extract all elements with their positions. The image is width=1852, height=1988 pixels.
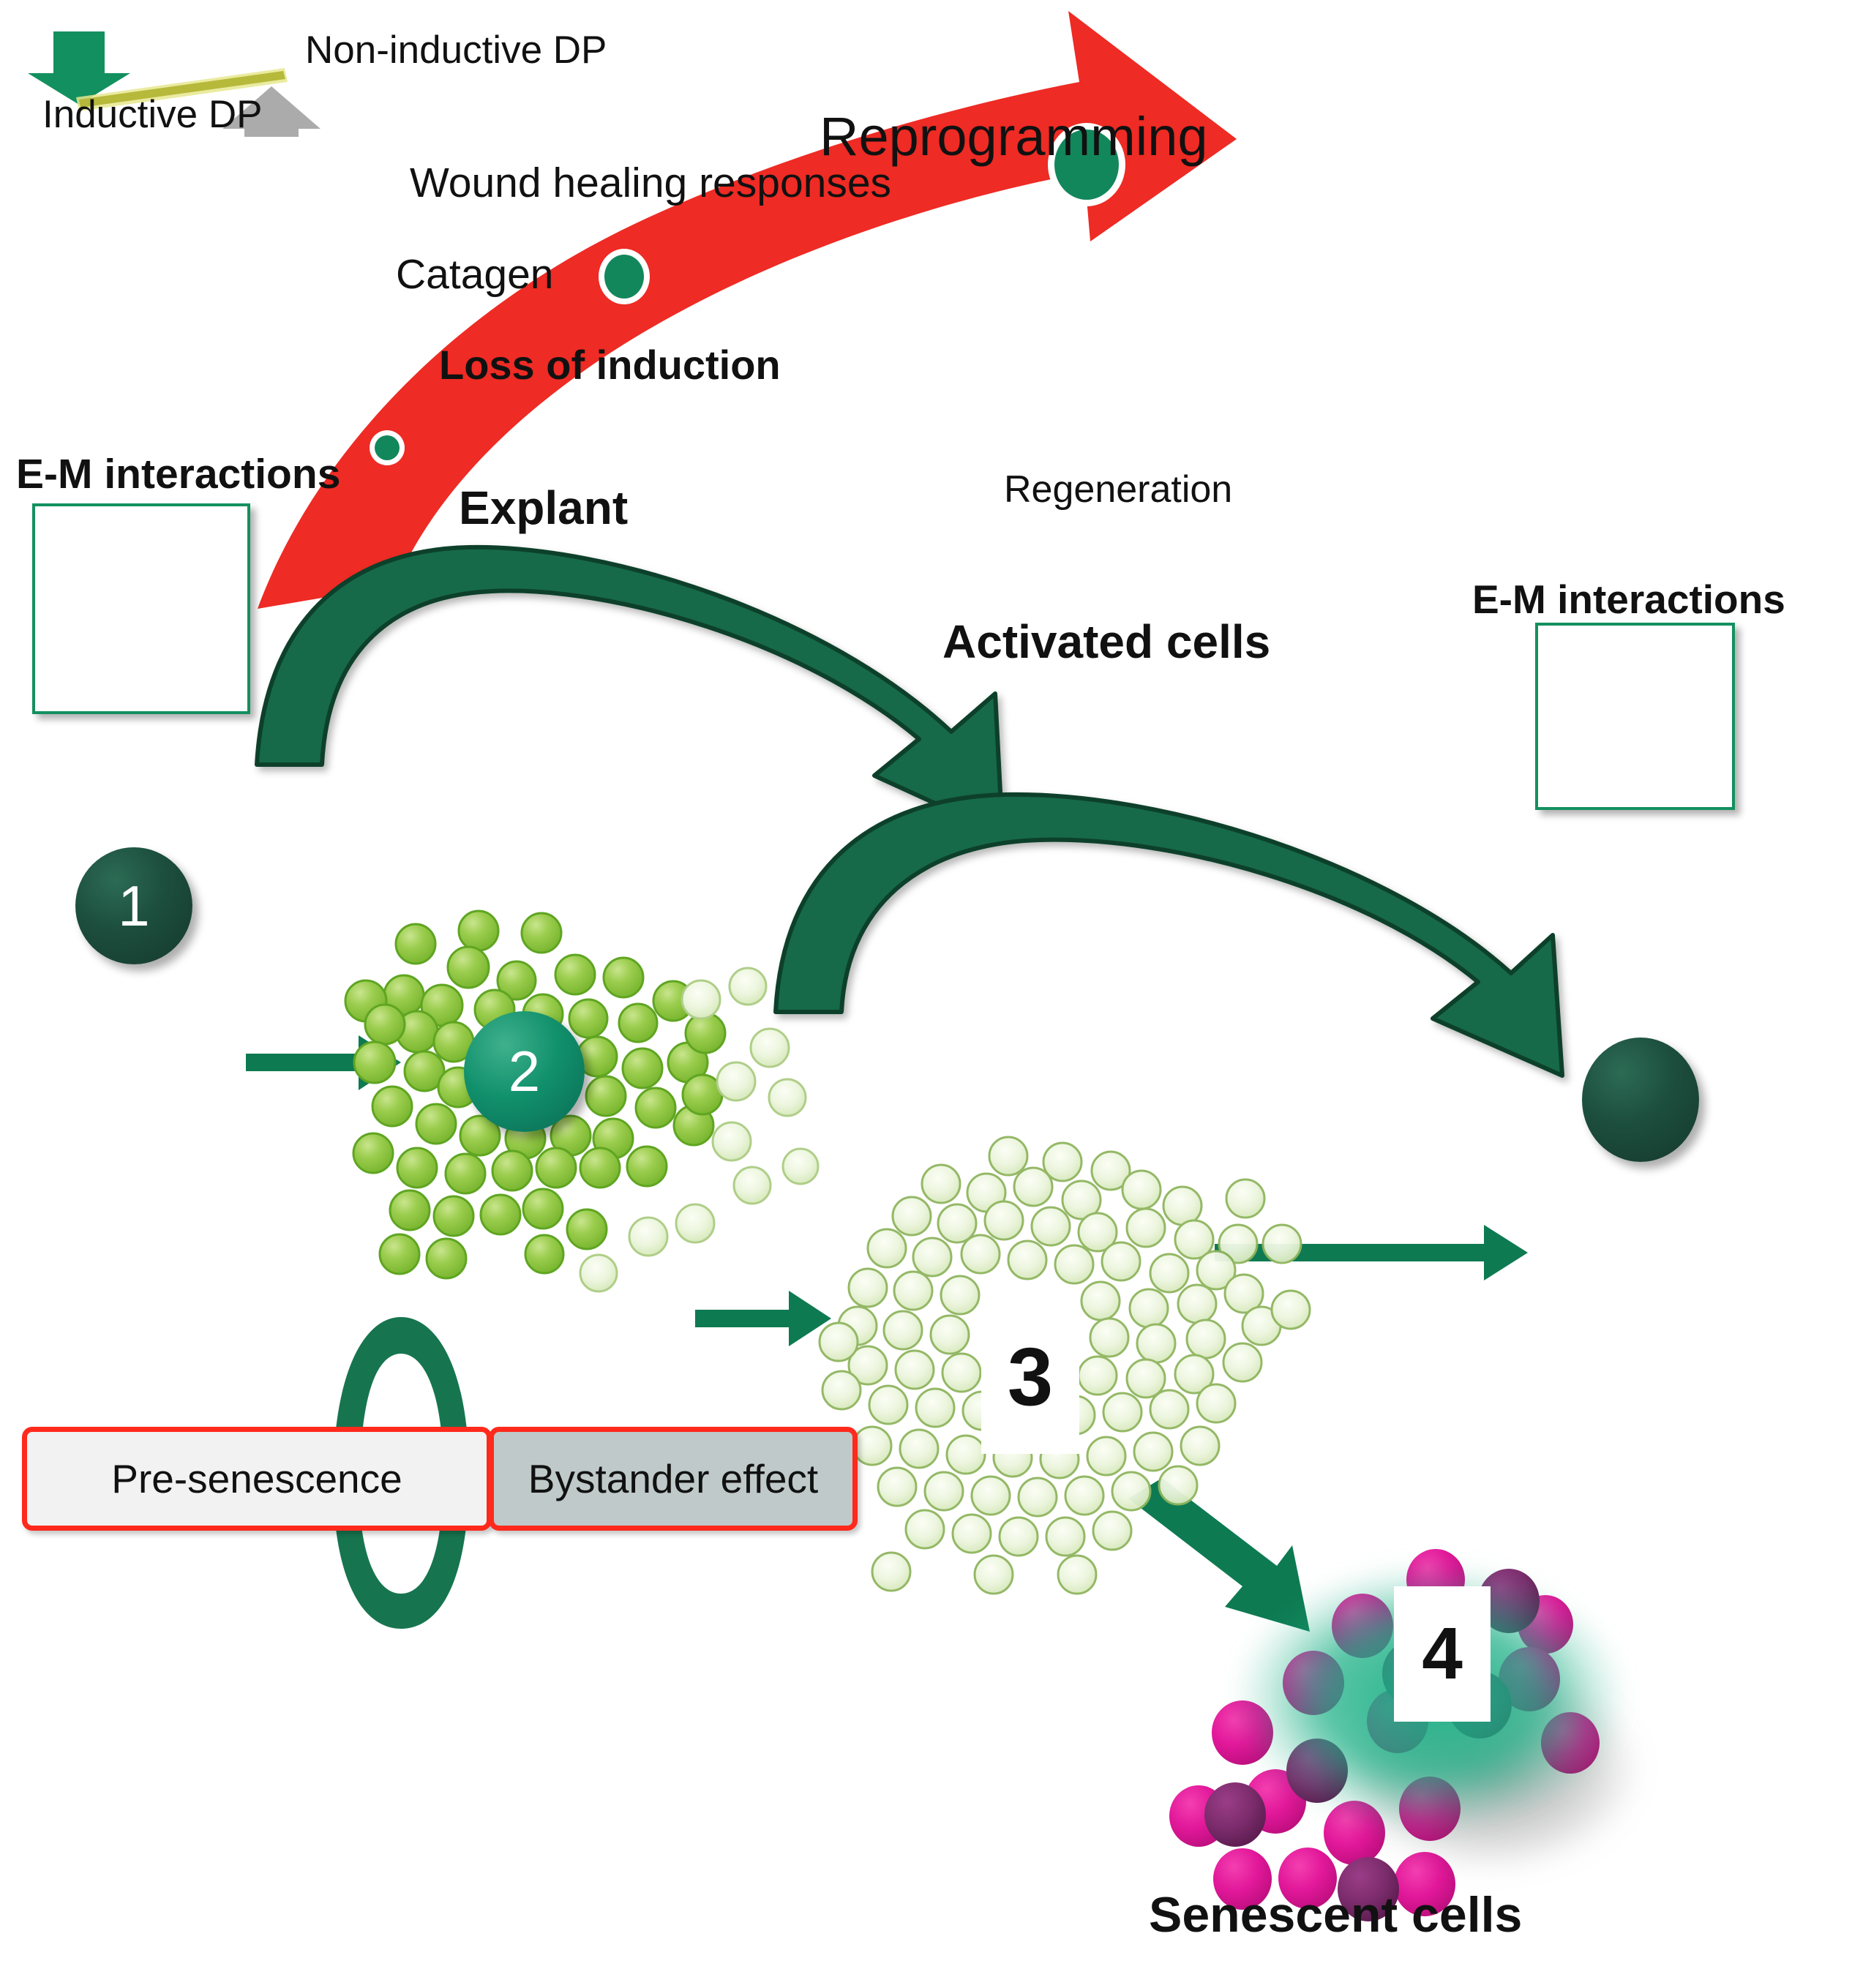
label-em-interactions-right: E-M interactions: [1472, 577, 1785, 622]
red-arrow-marker-wound-healing: [599, 249, 650, 304]
em-right-dark-sphere: [1582, 1038, 1699, 1162]
step-node-2: 2: [464, 1011, 585, 1132]
label-senescent-cells: Senescent cells: [1149, 1887, 1523, 1943]
label-em-interactions-left: E-M interactions: [16, 451, 341, 498]
step-node-3: 3: [981, 1299, 1079, 1454]
label-explant: Explant: [459, 481, 629, 534]
reprogramming-red-arrow-icon: [258, 11, 1237, 609]
label-non-inductive-dp: Non-inductive DP: [305, 29, 607, 72]
label-loss-of-induction: Loss of induction: [439, 342, 781, 388]
pre-senescence-box: Pre-senescence: [22, 1427, 492, 1531]
label-regeneration: Regeneration: [1004, 468, 1233, 511]
label-reprogramming: Reprogramming: [820, 106, 1208, 167]
regeneration-arrow-icon: [773, 792, 1564, 1078]
step-node-1: 1: [75, 847, 192, 964]
red-arrow-marker-catagen: [370, 430, 405, 465]
explant-cell-cluster: [344, 909, 820, 1293]
loss-of-induction-arrow-icon: [255, 544, 1005, 836]
arrow-step1-to-step2-icon: [246, 1035, 401, 1090]
label-inductive-dp: Inductive DP: [42, 93, 263, 136]
label-activated-cells: Activated cells: [942, 615, 1271, 668]
arrow-step3-to-em-right-icon: [1215, 1225, 1528, 1280]
em-interactions-box-left: [32, 503, 250, 714]
bystander-effect-box: Bystander effect: [489, 1427, 858, 1531]
label-wound-healing-responses: Wound healing responses: [410, 160, 892, 206]
label-catagen: Catagen: [396, 251, 554, 298]
arrow-step2-to-step3-icon: [695, 1291, 831, 1346]
step-node-4: 4: [1394, 1586, 1491, 1722]
em-interactions-box-right: [1535, 623, 1735, 810]
